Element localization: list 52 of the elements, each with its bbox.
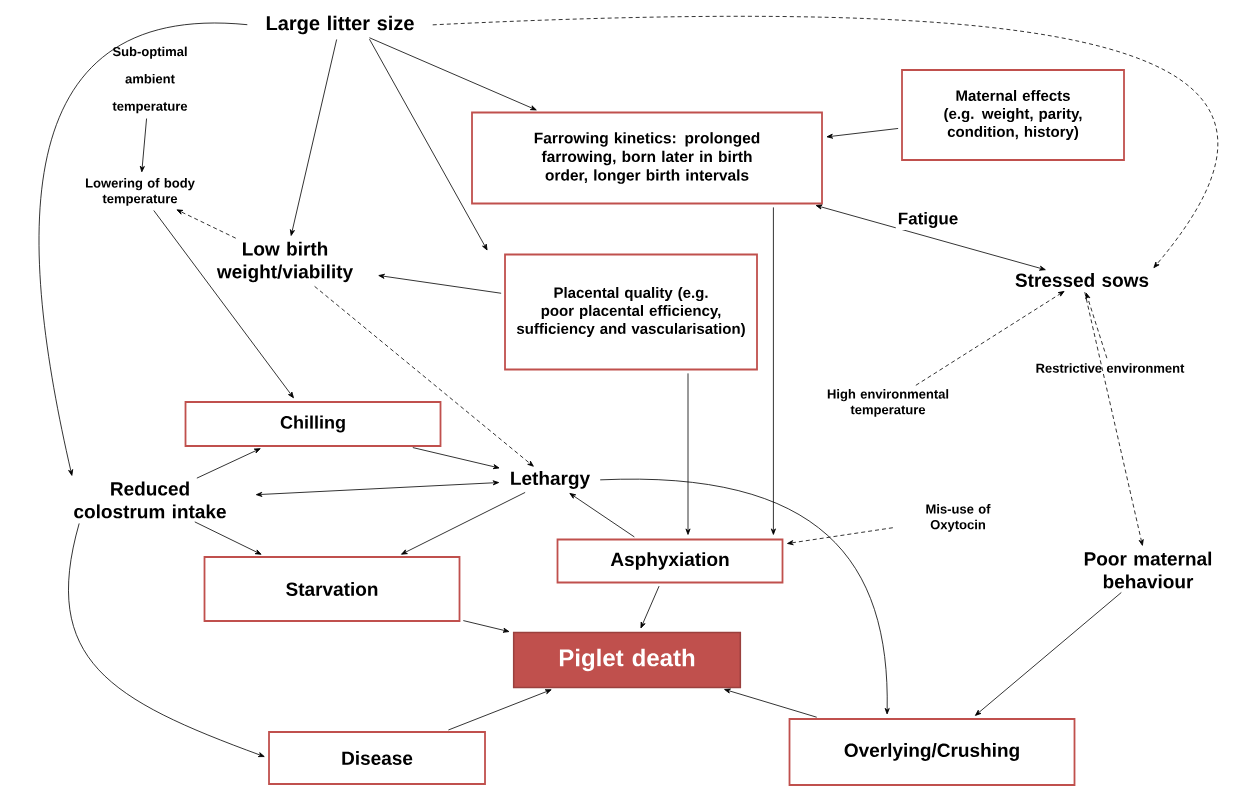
factor-label: Sub-optimal ambient temperature bbox=[112, 46, 188, 114]
factor-label: Poor maternal behaviour bbox=[1084, 551, 1212, 589]
outcome-box: Piglet death bbox=[512, 631, 742, 689]
dashed-arrow bbox=[176, 209, 237, 239]
dashed-arrow bbox=[1085, 292, 1108, 359]
arrow bbox=[448, 689, 552, 731]
factor-label: Lowering of body temperature bbox=[86, 178, 195, 206]
edge-label: Fatigue bbox=[895, 210, 961, 230]
arrow bbox=[975, 592, 1122, 716]
dashed-arrow bbox=[1084, 291, 1144, 546]
factor-box: Placental quality (e.g. poor placental efficiency, sufficiency and vascularisation) bbox=[504, 253, 758, 371]
arrow bbox=[255, 480, 500, 497]
factor-box: Asphyxiation bbox=[556, 538, 784, 584]
factor-box: Overlying/Crushing bbox=[788, 718, 1076, 786]
arrow bbox=[139, 118, 147, 173]
arrow bbox=[369, 38, 488, 251]
factor-box: Disease bbox=[268, 731, 486, 785]
arrow bbox=[569, 493, 635, 538]
arrow bbox=[815, 204, 1046, 271]
arrow bbox=[724, 688, 818, 718]
factor-box: Starvation bbox=[203, 556, 461, 622]
factor-label: Reduced colostrum intake bbox=[74, 481, 226, 519]
dashed-arrow bbox=[915, 291, 1065, 386]
factor-box: Chilling bbox=[184, 401, 442, 447]
arrow bbox=[38, 23, 248, 476]
factor-label: High environmental temperature bbox=[827, 389, 949, 417]
factor-label: Mis-use of Oxytocin bbox=[926, 504, 991, 532]
factor-box: Maternal effects (e.g. weight, parity, condition, history) bbox=[901, 69, 1125, 161]
arrow bbox=[378, 273, 502, 294]
factor-label: Low birth weight/viability bbox=[216, 241, 353, 283]
arrow bbox=[685, 373, 691, 535]
arrow bbox=[369, 37, 537, 111]
factor-label: Restrictive environment bbox=[1036, 363, 1185, 373]
arrow bbox=[289, 39, 338, 236]
arrow bbox=[640, 585, 660, 629]
arrow bbox=[194, 521, 262, 555]
factor-label: Stressed sows bbox=[1015, 273, 1149, 287]
dashed-arrow bbox=[787, 527, 894, 546]
arrow bbox=[401, 492, 526, 555]
factor-label: Lethargy bbox=[511, 471, 590, 489]
dashed-arrow bbox=[314, 286, 534, 467]
arrow bbox=[462, 620, 510, 633]
arrow bbox=[599, 479, 890, 715]
arrow bbox=[68, 523, 265, 757]
arrow bbox=[826, 128, 899, 139]
dashed-arrow bbox=[432, 15, 1218, 269]
factor-box: Farrowing kinetics: prolonged farrowing, born later in birth order, longer birth intervals bbox=[471, 111, 823, 205]
arrow bbox=[412, 447, 500, 470]
factor-label: Large litter size bbox=[266, 15, 414, 35]
arrow bbox=[770, 207, 776, 535]
arrow bbox=[153, 210, 294, 399]
arrow bbox=[196, 448, 261, 479]
